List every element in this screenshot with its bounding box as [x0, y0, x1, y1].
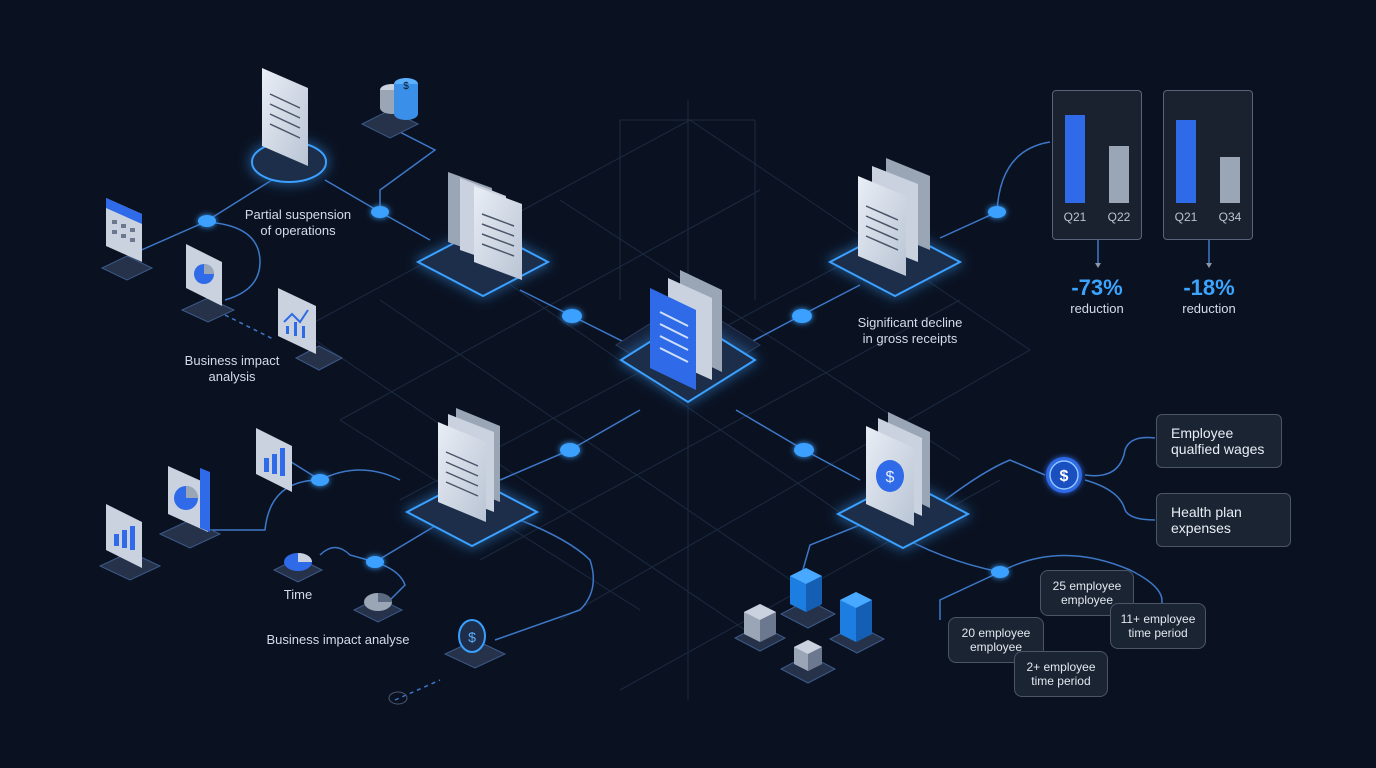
documents-icon	[448, 172, 522, 280]
small-platform	[180, 297, 236, 323]
pill-11-employee[interactable]: 11+ employee time period	[1110, 603, 1206, 649]
end-node	[388, 691, 408, 705]
chart-panel-2: Q21 Q34	[1163, 90, 1253, 240]
platforms	[98, 109, 971, 705]
dollar-node-icon: $	[1046, 457, 1082, 493]
svg-text:$: $	[1060, 468, 1069, 485]
bar-q34	[1220, 157, 1240, 203]
node-dot	[988, 206, 1006, 218]
reduction-value-2: -18%	[1183, 275, 1235, 300]
small-platform	[294, 345, 344, 371]
connector-nodes	[198, 206, 1009, 578]
node-dot	[311, 474, 329, 486]
label-significant-decline: Significant decline in gross receipts	[857, 315, 963, 346]
pie-chart-icon	[284, 553, 312, 571]
bar-q21	[1176, 120, 1196, 203]
reduction-value-1: -73%	[1071, 275, 1123, 300]
pill-20-employee[interactable]: 20 employee employee	[948, 617, 1044, 663]
node-dot	[198, 215, 216, 227]
label-business-impact-analyse: Business impact analyse	[266, 632, 410, 647]
svg-text:$: $	[886, 469, 895, 486]
label-business-impact-analysis: Business impact analysis	[184, 353, 280, 384]
small-platform	[98, 551, 162, 581]
node-dot	[794, 443, 814, 457]
tick-label-q21: Q21	[1064, 210, 1087, 224]
bar-q21	[1065, 115, 1085, 203]
node-dot	[991, 566, 1009, 578]
svg-text:$: $	[403, 81, 409, 92]
employee-wages-box[interactable]: Employee qualfied wages	[1156, 414, 1282, 468]
dollar-coin-icon: $	[458, 619, 486, 653]
tick-label-q21: Q21	[1175, 210, 1198, 224]
bar-chart-1: Q21 Q22	[1064, 115, 1131, 224]
line-chart-card-icon	[278, 288, 316, 354]
reduction-label-2: reduction	[1182, 301, 1236, 316]
arrow-down-icon	[1206, 263, 1212, 268]
bar-q22	[1109, 146, 1129, 203]
documents-icon	[858, 158, 930, 276]
center-document-stack-icon	[650, 270, 722, 390]
documents-icon	[438, 408, 500, 522]
tick-label-q34: Q34	[1219, 210, 1242, 224]
node-dot	[366, 556, 384, 568]
small-icons: $	[106, 78, 1082, 671]
small-platform	[443, 639, 507, 669]
small-platform	[158, 519, 222, 549]
bar-chart-card-icon	[256, 428, 292, 492]
cube-icon	[790, 568, 822, 612]
coin-stack-icon: $	[380, 78, 418, 120]
node-dot	[562, 309, 582, 323]
label-partial-suspension: Partial suspension of operations	[244, 207, 352, 238]
cube-icon	[794, 640, 822, 671]
svg-text:$: $	[468, 629, 476, 645]
small-platform	[100, 255, 154, 281]
label-time: Time	[283, 587, 313, 602]
node-dot	[792, 309, 812, 323]
chart-panel-1: Q21 Q22	[1052, 90, 1142, 240]
health-plan-box[interactable]: Health plan expenses	[1156, 493, 1291, 547]
reduction-label-1: reduction	[1070, 301, 1124, 316]
cube-icon	[744, 604, 776, 642]
bar-chart-2: Q21 Q34	[1175, 120, 1242, 224]
node-dot	[371, 206, 389, 218]
calendar-icon	[106, 198, 142, 262]
pie-chart-card-icon	[186, 244, 222, 306]
small-platform	[779, 599, 837, 629]
money-documents-icon: $	[866, 412, 930, 526]
pie-report-icon	[168, 466, 210, 532]
document-stacks: $	[262, 68, 930, 526]
report-document-icon	[262, 68, 308, 166]
bar-chart-card-icon	[106, 504, 142, 568]
pill-2-employee[interactable]: 2+ employee time period	[1014, 651, 1108, 697]
pie-chart-icon	[364, 593, 392, 611]
cube-icon	[840, 592, 872, 642]
tick-label-q22: Q22	[1108, 210, 1131, 224]
node-dot	[560, 443, 580, 457]
arrow-down-icon	[1095, 263, 1101, 268]
